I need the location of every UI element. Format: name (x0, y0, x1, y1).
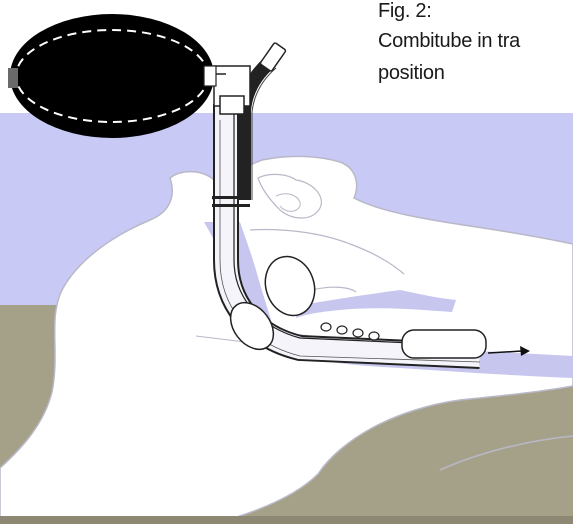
bulb-left-valve (8, 68, 18, 88)
tube-connector-neck (220, 96, 244, 114)
figure-title-line2: position (378, 62, 445, 84)
perforation (353, 329, 363, 337)
figure-number: Fig. 2: (378, 0, 431, 22)
distal-cuff (402, 330, 486, 358)
tube-marker-ring-2 (212, 204, 250, 207)
perforation (369, 332, 379, 340)
inflation-bulb-icon (10, 14, 214, 138)
bulb-right-valve (204, 66, 216, 86)
lumen-connector (260, 42, 286, 71)
perforation (337, 326, 347, 334)
tube-marker-ring-1 (212, 196, 250, 199)
figure-title: Combitube in tra (378, 30, 520, 52)
bottom-shadow (0, 516, 573, 524)
perforation (321, 323, 331, 331)
